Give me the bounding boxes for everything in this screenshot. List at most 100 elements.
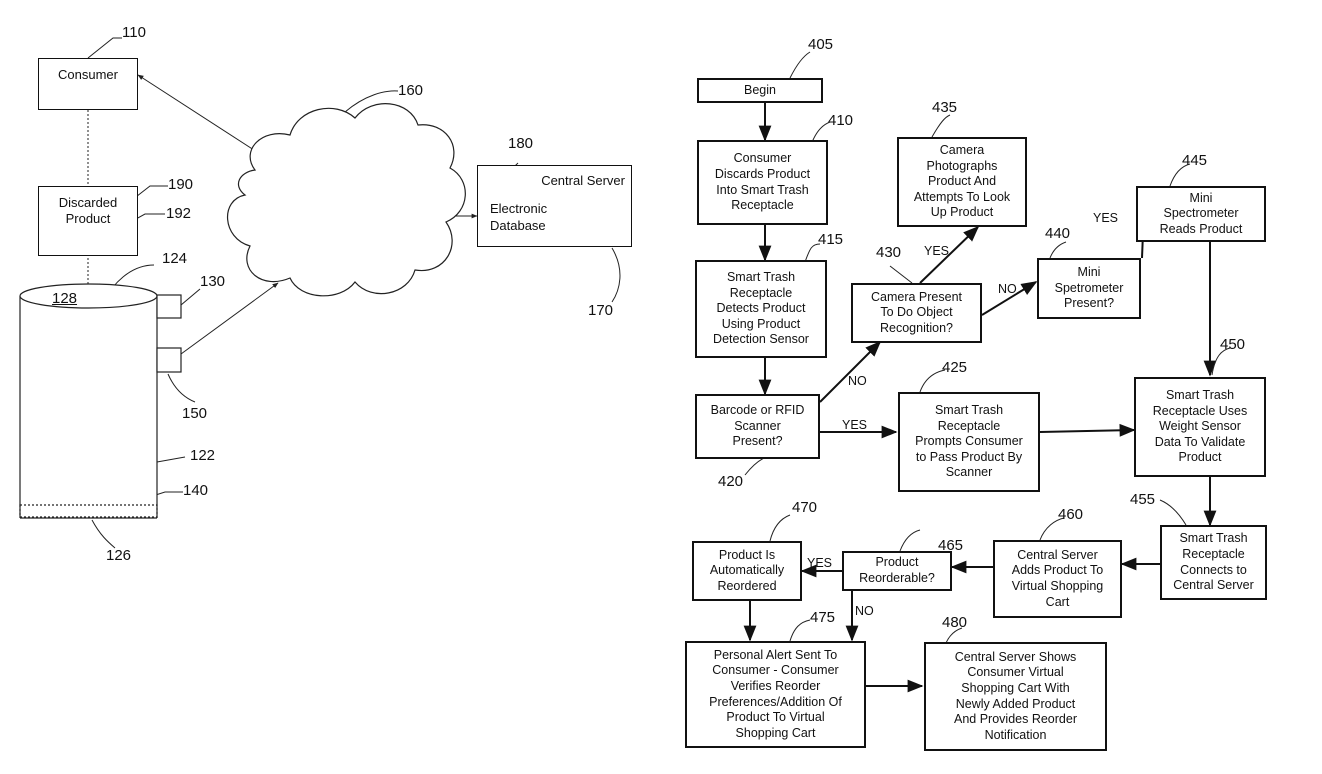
leader-435 (931, 114, 951, 138)
figure-a-lines (85, 37, 621, 549)
ref-460: 460 (1058, 506, 1084, 523)
leader-470 (769, 514, 791, 542)
step-475: Personal Alert Sent To Consumer - Consum… (685, 641, 866, 748)
ref-170: 170 (588, 302, 614, 319)
database-label: Electronic Database (490, 201, 548, 233)
step-475-label: Personal Alert Sent To Consumer - Consum… (709, 647, 842, 740)
ref-420: 420 (718, 473, 744, 490)
ref-110: 110 (122, 24, 146, 41)
ref-140: 140 (183, 482, 209, 499)
consumer-box: Consumer (38, 58, 138, 110)
ref-445: 445 (1182, 152, 1208, 169)
ref-405: 405 (808, 36, 834, 53)
leader-130 (180, 288, 201, 306)
leader-460 (1039, 517, 1065, 541)
ref-180: 180 (508, 135, 534, 152)
step-445: Mini Spectrometer Reads Product (1136, 186, 1266, 242)
step-450-label: Smart Trash Receptacle Uses Weight Senso… (1152, 387, 1248, 465)
sensor-130 (156, 294, 182, 319)
edge-yes-420-425: YES (842, 418, 868, 432)
step-420-label: Barcode or RFID Scanner Present? (710, 403, 805, 449)
leader-110 (87, 37, 122, 59)
ref-425: 425 (942, 359, 968, 376)
leader-190 (131, 185, 168, 201)
edge-yes-430-435: YES (924, 244, 950, 258)
step-455-label: Smart Trash Receptacle Connects to Centr… (1173, 531, 1254, 593)
leader-160 (344, 90, 399, 113)
step-480-label: Central Server Shows Consumer Virtual Sh… (954, 649, 1077, 742)
edge-no-465-475: NO (855, 604, 874, 618)
consumer-label: Consumer (58, 67, 118, 82)
step-415-label: Smart Trash Receptacle Detects Product U… (713, 269, 809, 347)
ref-410: 410 (828, 112, 854, 129)
step-420: Barcode or RFID Scanner Present? (695, 394, 820, 459)
ref-192: 192 (166, 205, 192, 222)
step-465: Product Reorderable? (842, 551, 952, 591)
step-430-label: Camera Present To Do Object Recognition? (870, 289, 962, 335)
ref-130: 130 (200, 273, 226, 290)
step-425: Smart Trash Receptacle Prompts Consumer … (898, 392, 1040, 492)
leader-445 (1169, 163, 1191, 187)
ref-480: 480 (942, 614, 968, 631)
edge-yes-440-445: YES (1093, 211, 1119, 225)
step-450: Smart Trash Receptacle Uses Weight Senso… (1134, 377, 1266, 477)
ref-415: 415 (818, 231, 844, 248)
ref-122: 122 (190, 447, 216, 464)
step-460: Central Server Adds Product To Virtual S… (993, 540, 1122, 618)
ref-440: 440 (1045, 225, 1071, 242)
edge-yes-465-470: YES (807, 556, 833, 570)
leader-150 (167, 373, 196, 403)
leader-415 (804, 243, 821, 263)
comm-cloud-arrow (180, 282, 279, 355)
step-410-label: Consumer Discards Product Into Smart Tra… (714, 151, 811, 213)
leader-122 (156, 456, 186, 463)
step-455: Smart Trash Receptacle Connects to Centr… (1160, 525, 1267, 600)
consumer-cloud-arrow (137, 74, 258, 153)
edge-no-430-440: NO (998, 282, 1017, 296)
step-440: Mini Spetrometer Present? (1037, 258, 1141, 319)
comm-module-150 (156, 347, 182, 373)
ref-160: 160 (398, 82, 424, 99)
discarded-product-label: Discarded Product (58, 195, 118, 227)
ref-126: 126 (106, 547, 132, 564)
step-435-label: Camera Photographs Product And Attempts … (913, 142, 1011, 220)
step-425-label: Smart Trash Receptacle Prompts Consumer … (915, 402, 1023, 480)
leader-420 (744, 457, 765, 476)
leader-480 (945, 627, 963, 644)
ref-128: 128 (52, 290, 78, 307)
edge-no-420-430: NO (848, 374, 867, 388)
step-480: Central Server Shows Consumer Virtual Sh… (924, 642, 1107, 751)
cloud-shape (227, 103, 466, 297)
step-435: Camera Photographs Product And Attempts … (897, 137, 1027, 227)
ref-435: 435 (932, 99, 958, 116)
step-460-label: Central Server Adds Product To Virtual S… (1011, 547, 1104, 609)
step-470: Product Is Automatically Reordered (692, 541, 802, 601)
step-465-label: Product Reorderable? (859, 555, 935, 585)
step-410: Consumer Discards Product Into Smart Tra… (697, 140, 828, 225)
step-415: Smart Trash Receptacle Detects Product U… (695, 260, 827, 358)
ref-150: 150 (182, 405, 208, 422)
ref-470: 470 (792, 499, 818, 516)
leader-425 (919, 369, 946, 393)
leader-450 (1211, 347, 1231, 376)
step-440-label: Mini Spetrometer Present? (1054, 265, 1124, 311)
ref-124: 124 (162, 250, 188, 267)
ref-475: 475 (810, 609, 836, 626)
ref-430: 430 (876, 244, 902, 261)
flowchart-arrows (743, 103, 1217, 693)
central-server-label: Central Server (541, 173, 625, 188)
step-405-label: Begin (744, 82, 776, 97)
step-470-label: Product Is Automatically Reordered (709, 547, 785, 593)
leader-126 (91, 519, 116, 549)
ref-465: 465 (938, 537, 964, 554)
step-405-begin: Begin (697, 78, 823, 103)
step-445-label: Mini Spectrometer Reads Product (1159, 190, 1243, 236)
leader-430 (889, 265, 913, 284)
discarded-product-box: Discarded Product (38, 186, 138, 256)
leader-475 (789, 619, 811, 642)
ref-455: 455 (1130, 491, 1156, 508)
step-430: Camera Present To Do Object Recognition? (851, 283, 982, 343)
scale-140 (19, 504, 158, 518)
leader-455 (1159, 499, 1187, 526)
